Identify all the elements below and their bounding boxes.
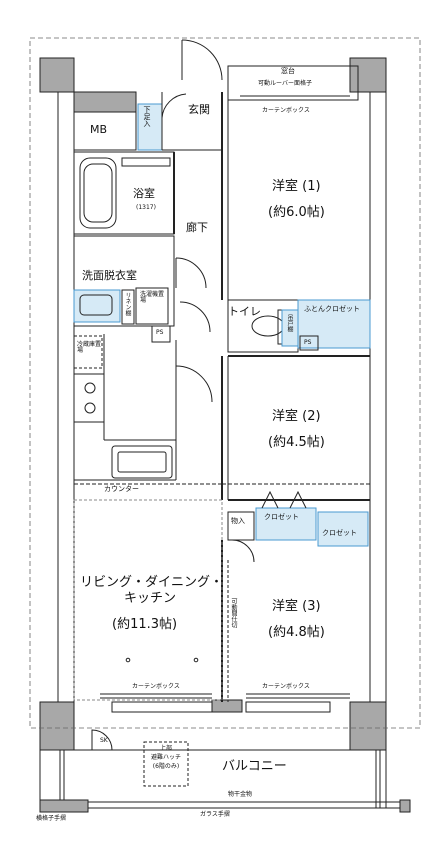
wall-top-right	[349, 57, 387, 93]
room1-name: 洋室 (1)	[272, 179, 321, 194]
wall-left	[57, 91, 75, 703]
kadou-label: 可動間仕切	[230, 598, 237, 628]
ps1-label: PS	[156, 329, 164, 336]
wall-bottom-left	[39, 701, 75, 751]
gesokure-label: 下足入	[143, 106, 151, 127]
monohoshi-label: 物干金物	[228, 791, 253, 798]
balcony-label: バルコニー	[222, 759, 287, 774]
rouka-label: 廊下	[186, 221, 208, 234]
genkan-label: 玄関	[188, 103, 210, 116]
louver-label: 可動ルーバー面格子	[258, 80, 312, 87]
wall-top-left	[39, 57, 75, 93]
monoire-box	[227, 511, 255, 541]
bath-size-label: (1317)	[136, 204, 156, 211]
room1-size: (約6.0帖)	[268, 205, 325, 220]
futon-label: ふとんクロゼット	[304, 305, 360, 313]
hatch-box	[143, 741, 189, 787]
tsuridana-label: 吊戸棚	[286, 314, 293, 332]
gesokure-box	[137, 103, 163, 151]
room3-name: 洋室 (3)	[272, 599, 321, 614]
hatch-label-3: (6階のみ)	[152, 763, 180, 770]
entrance-door-swing	[181, 39, 223, 81]
curtain-box-r-label: カーテンボックス	[262, 683, 310, 690]
wall-bottom-mid	[211, 699, 243, 713]
balcony-area	[39, 749, 387, 809]
ps2-box	[299, 335, 319, 351]
counter-label: カウンター	[104, 485, 139, 493]
closet1-label: クロゼット	[264, 513, 299, 521]
toilet-label: トイレ	[228, 305, 261, 318]
closet2-label: クロゼット	[322, 529, 357, 537]
sk-label: SK	[100, 737, 108, 744]
hatch-label-2: 避難ハッチ	[150, 754, 181, 761]
hatch-label-1: 上部	[159, 745, 172, 752]
closet-2	[317, 511, 369, 547]
monoire-label: 物入	[231, 517, 245, 525]
linen-shelf	[121, 289, 135, 325]
wall-right	[369, 91, 387, 703]
entrance-wall	[73, 91, 137, 113]
ldk-line2: キッチン	[124, 591, 177, 606]
mb-box	[73, 111, 137, 151]
senmen-label: 洗面脱衣室	[82, 269, 137, 282]
ps1-box	[151, 325, 171, 343]
ldk-size: (約11.3帖)	[112, 617, 178, 632]
sk-sink	[91, 729, 113, 751]
reizoko-label: 冷蔵庫置場	[77, 341, 102, 354]
curtain-box-top-label: カーテンボックス	[262, 107, 310, 114]
stove	[73, 373, 105, 423]
room2-size: (約4.5帖)	[268, 435, 325, 450]
bathtub	[79, 157, 117, 229]
tsuridana-box	[281, 309, 299, 347]
curtain-box-l-label: カーテンボックス	[132, 683, 180, 690]
linen-label: リネン棚	[124, 292, 131, 316]
washing-machine	[135, 287, 169, 325]
ldk-line1: リビング・ダイニング・	[80, 575, 224, 590]
kitchen-sink	[111, 445, 173, 479]
room3-size: (約4.8帖)	[268, 625, 325, 640]
washroom	[73, 235, 175, 327]
bath-room	[73, 151, 175, 235]
sentakuki-label: 洗濯機置場	[140, 291, 165, 304]
room2-name: 洋室 (2)	[272, 409, 321, 424]
bath-label: 浴室	[133, 187, 155, 200]
closet-1	[255, 507, 317, 541]
outline-dashed	[29, 37, 421, 729]
mb-label: MB	[90, 123, 108, 136]
madodai-label: 窓台	[281, 67, 295, 75]
wall-bottom-right	[349, 701, 387, 751]
yokogoshi-label: 横格子手摺	[36, 815, 67, 822]
glass-label: ガラス手摺	[200, 811, 230, 818]
ps2-label: PS	[304, 339, 312, 346]
